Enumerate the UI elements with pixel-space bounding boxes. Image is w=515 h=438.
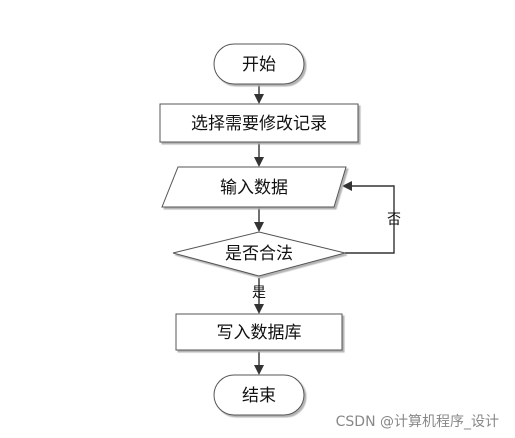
node-start-label: 开始 bbox=[242, 55, 276, 75]
node-select-label: 选择需要修改记录 bbox=[191, 114, 327, 134]
node-check-label: 是否合法 bbox=[225, 244, 293, 264]
node-end bbox=[213, 374, 305, 416]
node-write-label: 写入数据库 bbox=[217, 323, 302, 343]
node-select bbox=[159, 103, 359, 143]
node-input-label: 输入数据 bbox=[220, 178, 288, 198]
node-end-label: 结束 bbox=[242, 386, 276, 406]
edge-check-input-no bbox=[342, 181, 395, 254]
edge-yes-label: 是 bbox=[252, 285, 266, 301]
node-check bbox=[172, 231, 346, 277]
watermark: CSDN @计算机程序_设计 bbox=[336, 414, 499, 430]
node-start bbox=[213, 43, 305, 85]
node-input bbox=[161, 166, 347, 208]
edge-no-label: 否 bbox=[387, 212, 401, 228]
node-write bbox=[175, 313, 343, 351]
